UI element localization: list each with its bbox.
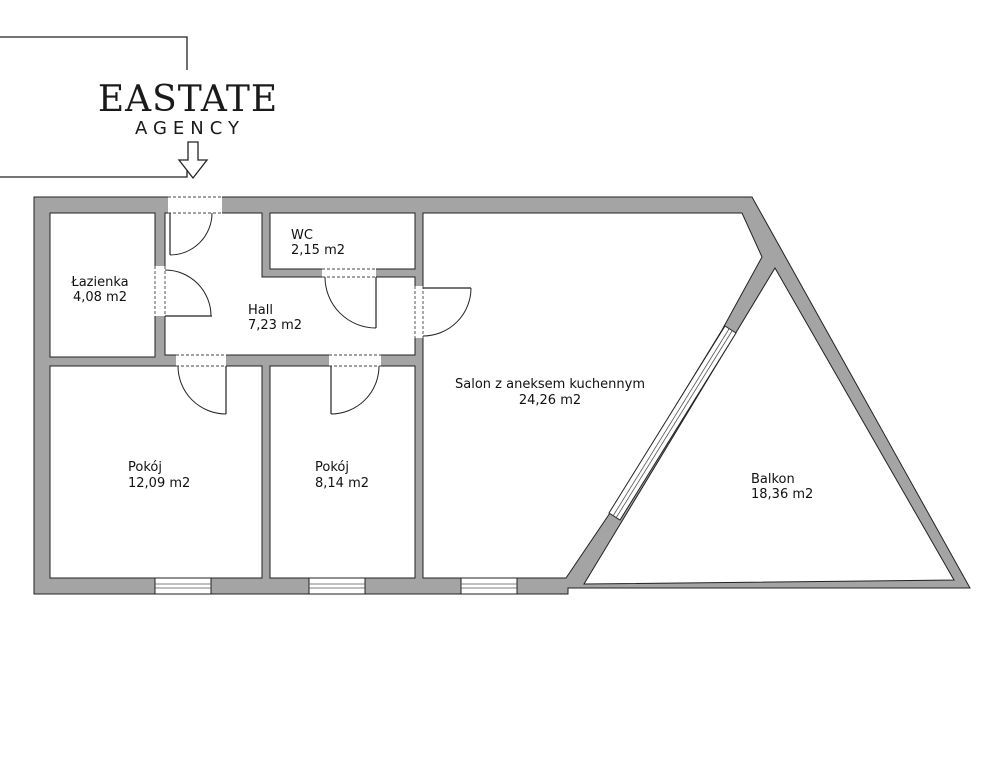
salon-door-gap [414,286,424,338]
room-area-lazienka: 4,08 m2 [73,290,127,305]
pokoj-1-door-gap [176,354,226,367]
window-salon [460,577,518,595]
room-area-pokoj-1: 12,09 m2 [128,476,190,491]
lazienka-door-gap [154,266,166,316]
window-pokoj-1 [154,577,212,595]
window-pokoj-2 [308,577,366,595]
room-area-pokoj-2: 8,14 m2 [315,476,369,491]
pokoj-2-door-swing [330,365,380,415]
entrance-door-gap [168,196,222,214]
logo-frame-top [0,36,188,70]
logo-brand: EASTATE [98,79,278,120]
room-name-wc: WC [291,228,313,243]
room-lazienka [49,212,156,358]
room-name-lazienka: Łazienka [70,275,128,290]
room-area-wc: 2,15 m2 [291,243,345,258]
entrance-door-swing [169,212,213,256]
room-area-salon: 24,26 m2 [519,393,581,408]
lazienka-door-swing [164,269,212,317]
salon-door-swing [422,287,472,337]
logo-frame-bottom [0,162,188,178]
room-pokoj-1 [49,365,263,579]
room-balkon [583,267,955,585]
wc-door-swing [324,276,377,329]
room-name-hall: Hall [248,303,273,318]
room-area-balkon: 18,36 m2 [751,487,813,502]
wc-door-gap [322,268,376,278]
room-name-pokoj-1: Pokój [128,460,162,475]
room-area-hall: 7,23 m2 [248,318,302,333]
balcony-glass-line-2 [615,330,733,519]
room-hall [164,212,416,356]
balcony-glass-line [612,328,730,517]
room-name-pokoj-2: Pokój [315,460,349,475]
pokoj-1-door-swing [177,365,227,415]
pokoj-2-door-gap [329,354,381,367]
room-name-balkon: Balkon [751,472,795,487]
entrance-arrow-icon [177,141,209,180]
room-name-salon: Salon z aneksem kuchennym [455,377,645,392]
logo-sub: AGENCY [135,118,245,139]
